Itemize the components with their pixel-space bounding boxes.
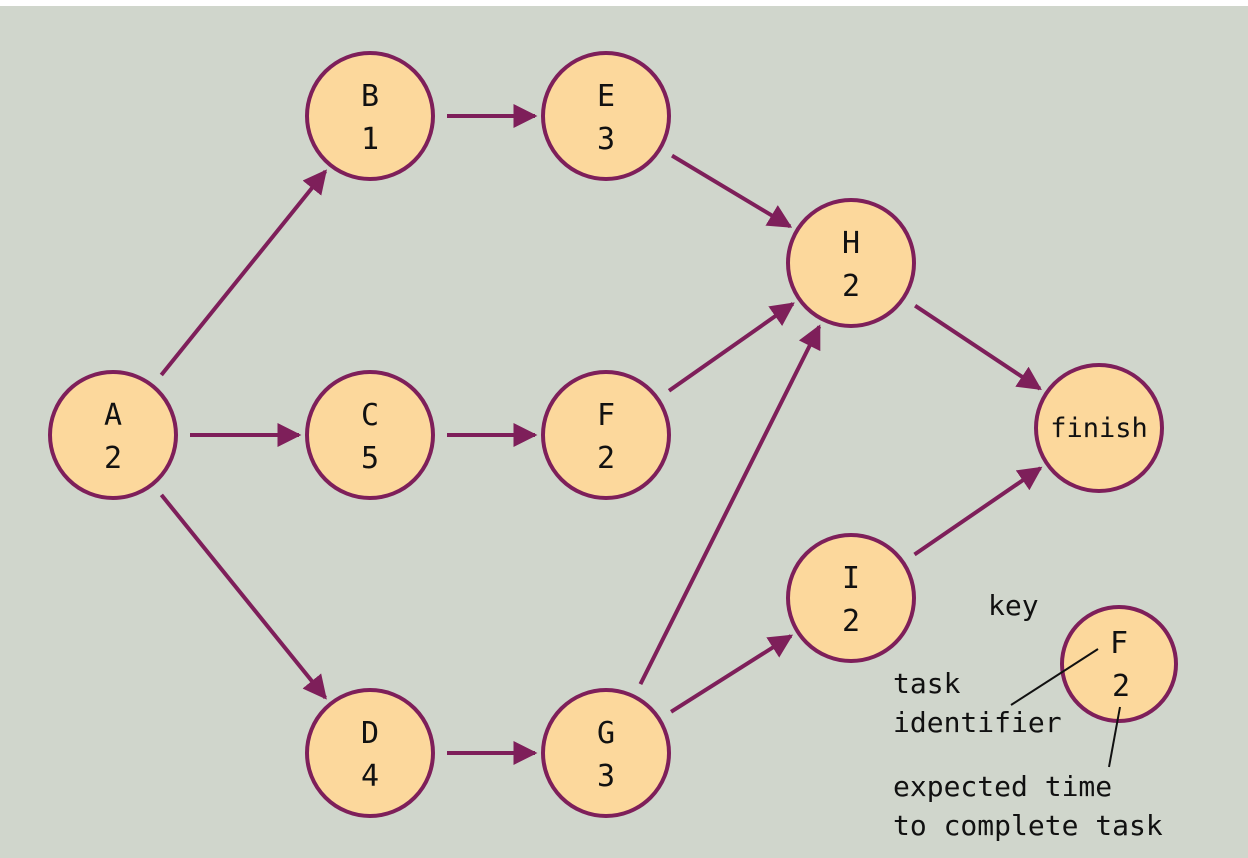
node-g-time: 3 <box>597 759 615 794</box>
node-e-circle <box>541 51 671 181</box>
edge-g-to-h <box>638 324 822 686</box>
node-b-id: B <box>361 79 379 114</box>
node-e: E3 <box>541 51 671 181</box>
node-h-circle <box>786 198 916 328</box>
key-identifier-pointer <box>1010 648 1099 706</box>
edge-a-to-d <box>159 493 327 700</box>
node-e-id: E <box>597 79 615 114</box>
edge-g-to-i <box>670 634 794 714</box>
node-h-id: H <box>842 226 860 261</box>
edge-h-to-finish <box>913 303 1042 391</box>
node-d-id: D <box>361 716 379 751</box>
key-identifier-label-1: task <box>893 667 961 700</box>
node-b: B1 <box>305 51 435 181</box>
key-example-node <box>1060 605 1178 723</box>
node-d-time: 4 <box>361 759 379 794</box>
node-b-time: 1 <box>361 122 379 157</box>
edge-e-to-h <box>670 153 793 229</box>
node-b-circle <box>305 51 435 181</box>
node-h-time: 2 <box>842 269 860 304</box>
node-i-time: 2 <box>842 604 860 639</box>
top-strip <box>0 0 1248 6</box>
node-a-circle <box>48 370 178 500</box>
node-finish-label: finish <box>1050 413 1148 444</box>
node-h: H2 <box>786 198 916 328</box>
node-e-time: 3 <box>597 122 615 157</box>
node-f-time: 2 <box>597 441 615 476</box>
key-legend: key F 2 task identifier expected time to… <box>893 589 1178 842</box>
edges-layer <box>159 104 1043 765</box>
node-a-id: A <box>104 398 122 433</box>
node-c-id: C <box>361 398 379 433</box>
node-f: F2 <box>541 370 671 500</box>
key-time-pointer <box>1108 706 1121 768</box>
key-example-time: 2 <box>1112 669 1130 704</box>
key-example-id: F <box>1110 626 1128 661</box>
node-g-circle <box>541 688 671 818</box>
node-c: C5 <box>305 370 435 500</box>
node-c-time: 5 <box>361 441 379 476</box>
node-g: G3 <box>541 688 671 818</box>
node-d-circle <box>305 688 435 818</box>
node-a-time: 2 <box>104 441 122 476</box>
key-time-label-2: to complete task <box>893 809 1163 842</box>
key-title: key <box>988 589 1039 622</box>
edge-i-to-finish <box>913 466 1043 557</box>
node-c-circle <box>305 370 435 500</box>
node-f-circle <box>541 370 671 500</box>
node-finish: finish <box>1034 363 1164 493</box>
node-g-id: G <box>597 716 615 751</box>
node-i-id: I <box>842 561 860 596</box>
edge-a-to-b <box>159 169 328 377</box>
node-a: A2 <box>48 370 178 500</box>
node-f-id: F <box>597 398 615 433</box>
edge-f-to-h <box>667 302 795 393</box>
node-i-circle <box>786 533 916 663</box>
node-i: I2 <box>786 533 916 663</box>
node-finish-circle <box>1034 363 1164 493</box>
key-time-label-1: expected time <box>893 770 1112 803</box>
key-identifier-label-2: identifier <box>893 706 1062 739</box>
node-d: D4 <box>305 688 435 818</box>
